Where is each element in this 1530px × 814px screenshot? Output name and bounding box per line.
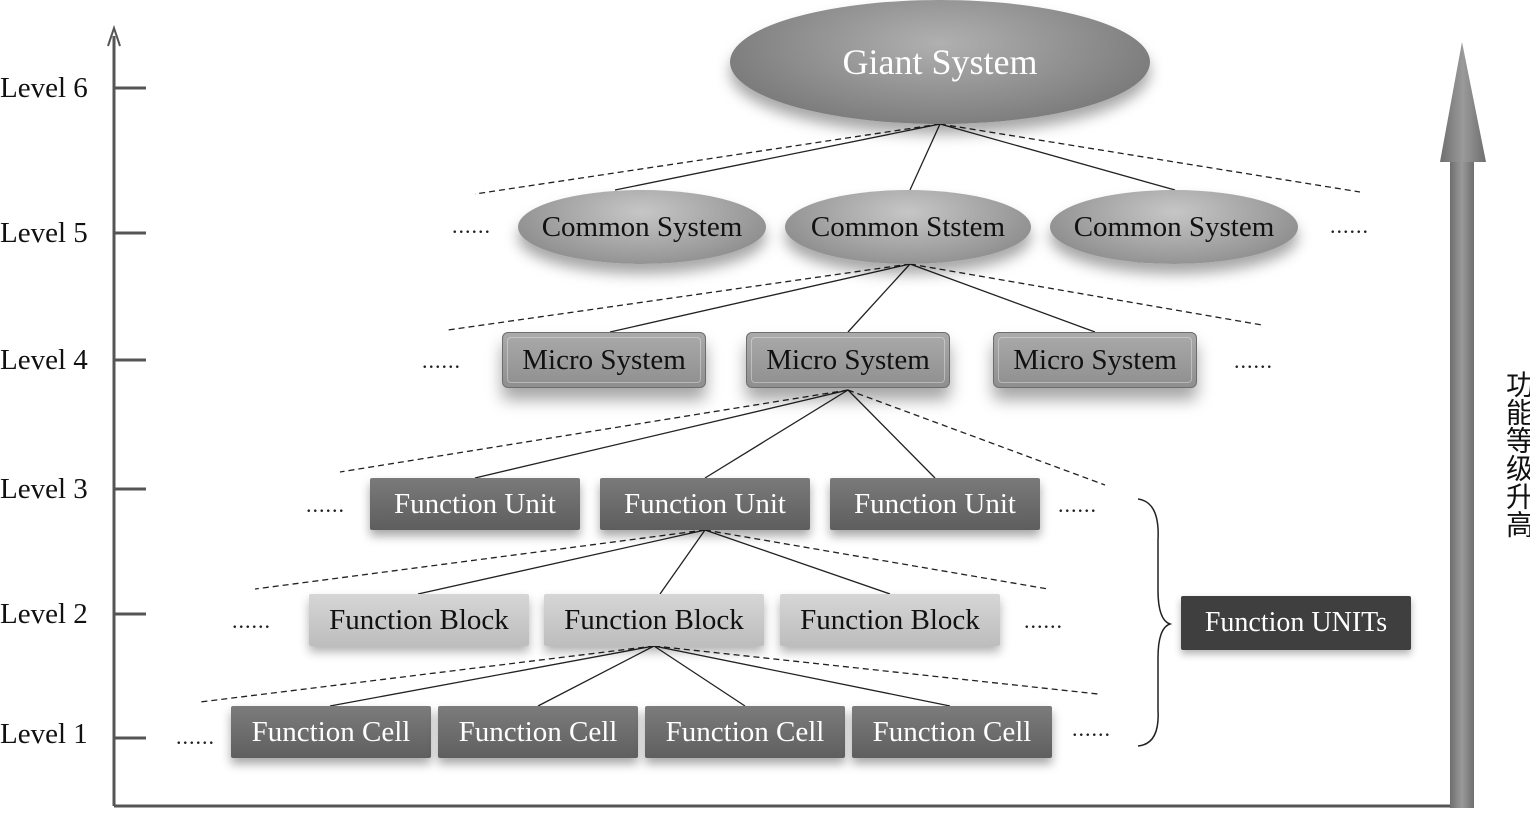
level-1-ellipsis-left: ...... xyxy=(176,724,215,749)
function-block-node-1[interactable]: Function Block xyxy=(309,594,529,646)
function-cell-node-3[interactable]: Function Cell xyxy=(645,706,845,758)
connectors xyxy=(199,123,1361,707)
function-unit-node-2[interactable]: Function Unit xyxy=(600,478,810,530)
giant-system-node[interactable]: Giant System xyxy=(730,0,1150,124)
level-1-label: Level 1 xyxy=(0,718,88,750)
y-axis-arrowhead xyxy=(107,24,121,47)
function-units-brace xyxy=(1137,498,1173,747)
level-4-ellipsis-right: ...... xyxy=(1234,348,1273,373)
common-system-node-1[interactable]: Common System xyxy=(518,190,766,264)
level-2-ellipsis-right: ...... xyxy=(1024,608,1063,633)
function-units-box[interactable]: Function UNITs xyxy=(1181,596,1411,650)
level-rise-arrow xyxy=(1440,42,1486,808)
function-unit-node-3[interactable]: Function Unit xyxy=(830,478,1040,530)
function-unit-node-1[interactable]: Function Unit xyxy=(370,478,580,530)
level-6-label: Level 6 xyxy=(0,72,88,104)
axis-ticks xyxy=(114,86,146,740)
function-block-node-3[interactable]: Function Block xyxy=(780,594,1000,646)
level-5-label: Level 5 xyxy=(0,217,88,249)
micro-system-node-2[interactable]: Micro System xyxy=(746,332,950,388)
level-2-ellipsis-left: ...... xyxy=(232,608,271,633)
micro-system-node-3[interactable]: Micro System xyxy=(993,332,1197,388)
level-4-label: Level 4 xyxy=(0,344,88,376)
y-axis xyxy=(112,36,1462,808)
level-5-ellipsis-left: ...... xyxy=(452,213,491,238)
micro-system-node-1[interactable]: Micro System xyxy=(502,332,706,388)
level-rise-label: 功能等级升高 xyxy=(1502,370,1530,538)
common-system-node-3[interactable]: Common System xyxy=(1050,190,1298,264)
function-cell-node-2[interactable]: Function Cell xyxy=(438,706,638,758)
level-3-ellipsis-left: ...... xyxy=(306,492,345,517)
level-3-ellipsis-right: ...... xyxy=(1058,492,1097,517)
level-5-ellipsis-right: ...... xyxy=(1330,213,1369,238)
level-2-label: Level 2 xyxy=(0,598,88,630)
level-1-ellipsis-right: ...... xyxy=(1072,716,1111,741)
function-block-node-2[interactable]: Function Block xyxy=(544,594,764,646)
function-cell-node-4[interactable]: Function Cell xyxy=(852,706,1052,758)
level-3-label: Level 3 xyxy=(0,473,88,505)
function-cell-node-1[interactable]: Function Cell xyxy=(231,706,431,758)
common-system-node-2[interactable]: Common Ststem xyxy=(785,190,1031,264)
level-4-ellipsis-left: ...... xyxy=(422,348,461,373)
